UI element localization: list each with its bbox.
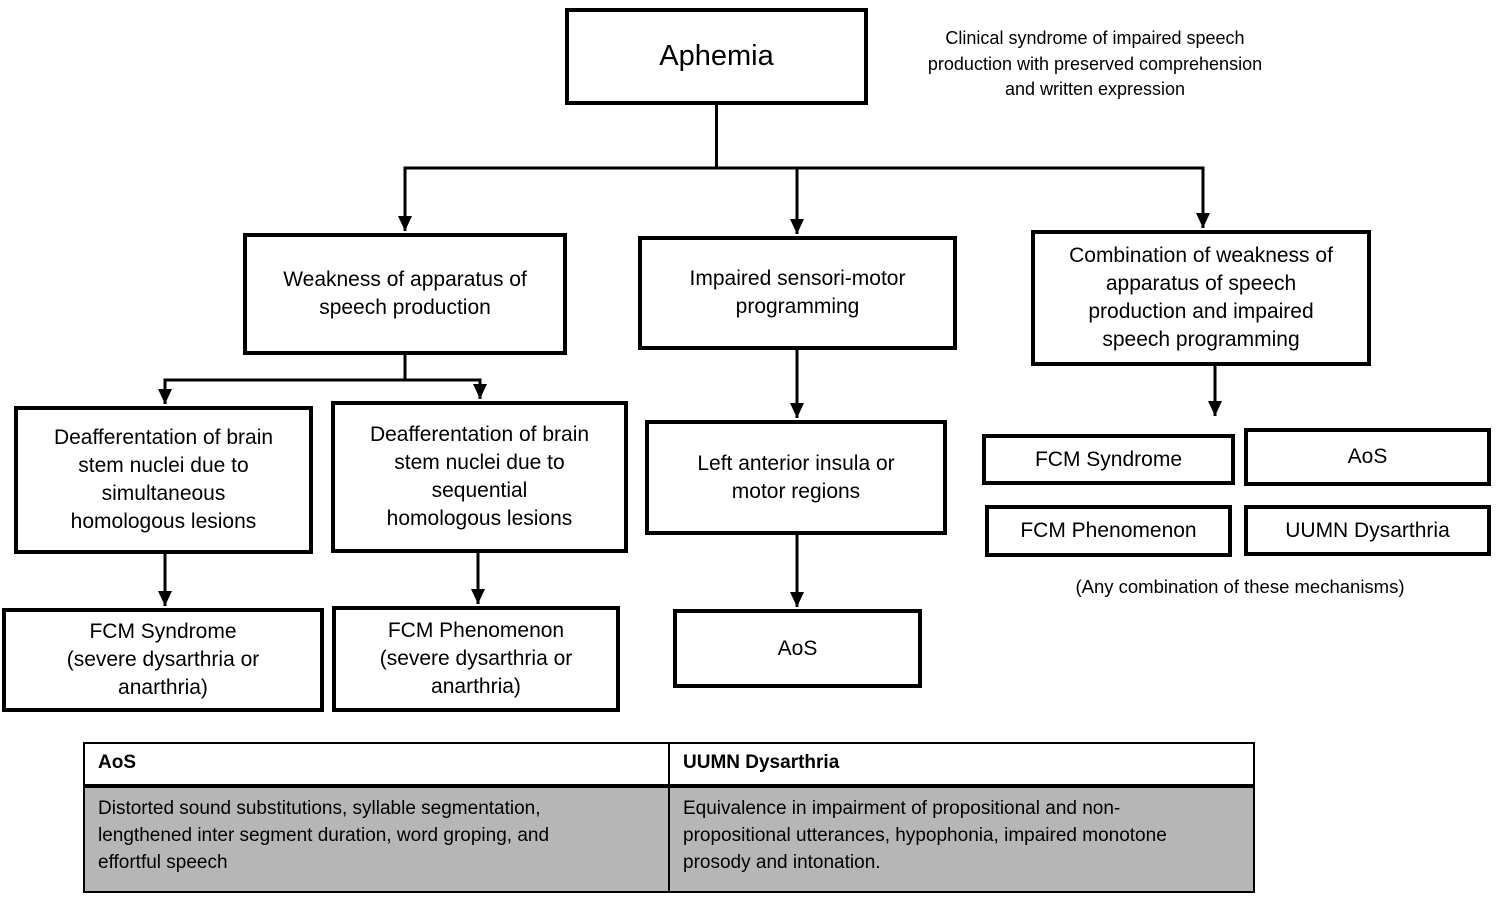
node-left-anterior-insula: Left anterior insula or motor regions — [645, 420, 947, 535]
node-impaired-sensorimotor: Impaired sensori-motor programming — [638, 236, 957, 350]
node-deafferentation-sequential: Deafferentation of brain stem nuclei due… — [331, 401, 628, 553]
node-grid-uumn-dysarthria: UUMN Dysarthria — [1244, 505, 1491, 556]
node-grid-fcm-phenomenon: FCM Phenomenon — [985, 505, 1232, 557]
table-header-uumn: UUMN Dysarthria — [668, 742, 1255, 788]
definition-table-body-row: Distorted sound substitutions, syllable … — [83, 785, 1255, 893]
node-aos-outcome: AoS — [673, 609, 922, 688]
node-combination: Combination of weakness of apparatus of … — [1031, 230, 1371, 366]
node-fcm-phenomenon-severe: FCM Phenomenon (severe dysarthria or ana… — [332, 606, 620, 712]
node-weakness-of-apparatus: Weakness of apparatus of speech producti… — [243, 233, 567, 355]
node-grid-fcm-syndrome: FCM Syndrome — [982, 434, 1235, 485]
table-cell-aos-definition: Distorted sound substitutions, syllable … — [83, 785, 670, 893]
aphemia-definition-text: Clinical syndrome of impaired speech pro… — [927, 28, 1263, 100]
node-fcm-syndrome-severe: FCM Syndrome (severe dysarthria or anart… — [2, 608, 324, 712]
table-cell-uumn-definition: Equivalence in impairment of proposition… — [668, 785, 1255, 893]
combination-note: (Any combination of these mechanisms) — [1075, 576, 1405, 597]
node-deafferentation-simultaneous: Deafferentation of brain stem nuclei due… — [14, 406, 313, 554]
node-aphemia: Aphemia — [565, 8, 868, 105]
node-grid-aos: AoS — [1244, 428, 1491, 486]
table-header-aos: AoS — [83, 742, 670, 788]
definition-table-header-row: AoS UUMN Dysarthria — [83, 742, 1255, 788]
definition-table: AoS UUMN Dysarthria Distorted sound subs… — [83, 742, 1255, 893]
